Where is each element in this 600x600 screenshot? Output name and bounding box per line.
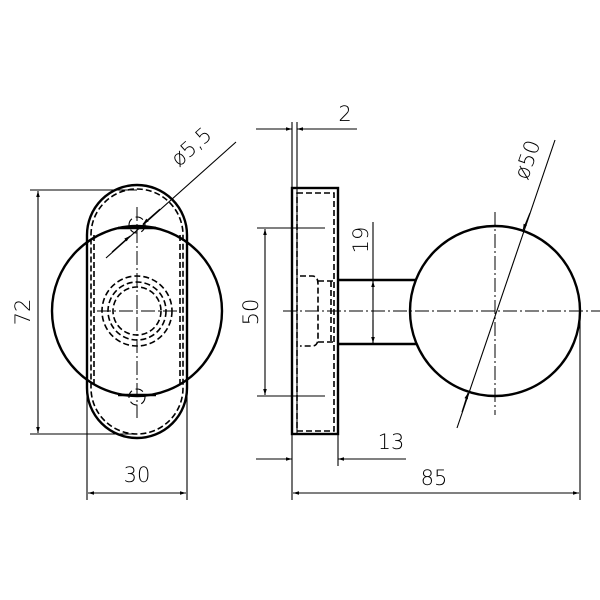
- dimension-label-72: 72: [11, 299, 35, 326]
- arrow: [522, 212, 531, 231]
- arrow: [142, 208, 161, 225]
- arrow: [461, 392, 469, 413]
- dimension-label-13: 13: [378, 430, 405, 454]
- front-view: 72 30 ø5,5: [11, 122, 237, 500]
- dimension-label-30: 30: [124, 463, 151, 487]
- arrow: [111, 235, 131, 253]
- dimension-label-85: 85: [421, 466, 448, 490]
- oval-rosette-inner: [90, 188, 184, 435]
- hidden-rosette-cavity: [296, 192, 335, 432]
- dimension-label-knob-50: ø50: [510, 137, 546, 182]
- dimension-label-2: 2: [338, 102, 351, 126]
- dimension-label-19: 19: [349, 227, 373, 254]
- dimension-label-5-5: ø5,5: [166, 122, 216, 171]
- side-view: 2 50 19 13 85 ø50: [239, 102, 600, 500]
- oval-rosette-outline: [85, 183, 189, 440]
- leader-line-50: [456, 139, 556, 429]
- dimension-label-50: 50: [239, 299, 263, 326]
